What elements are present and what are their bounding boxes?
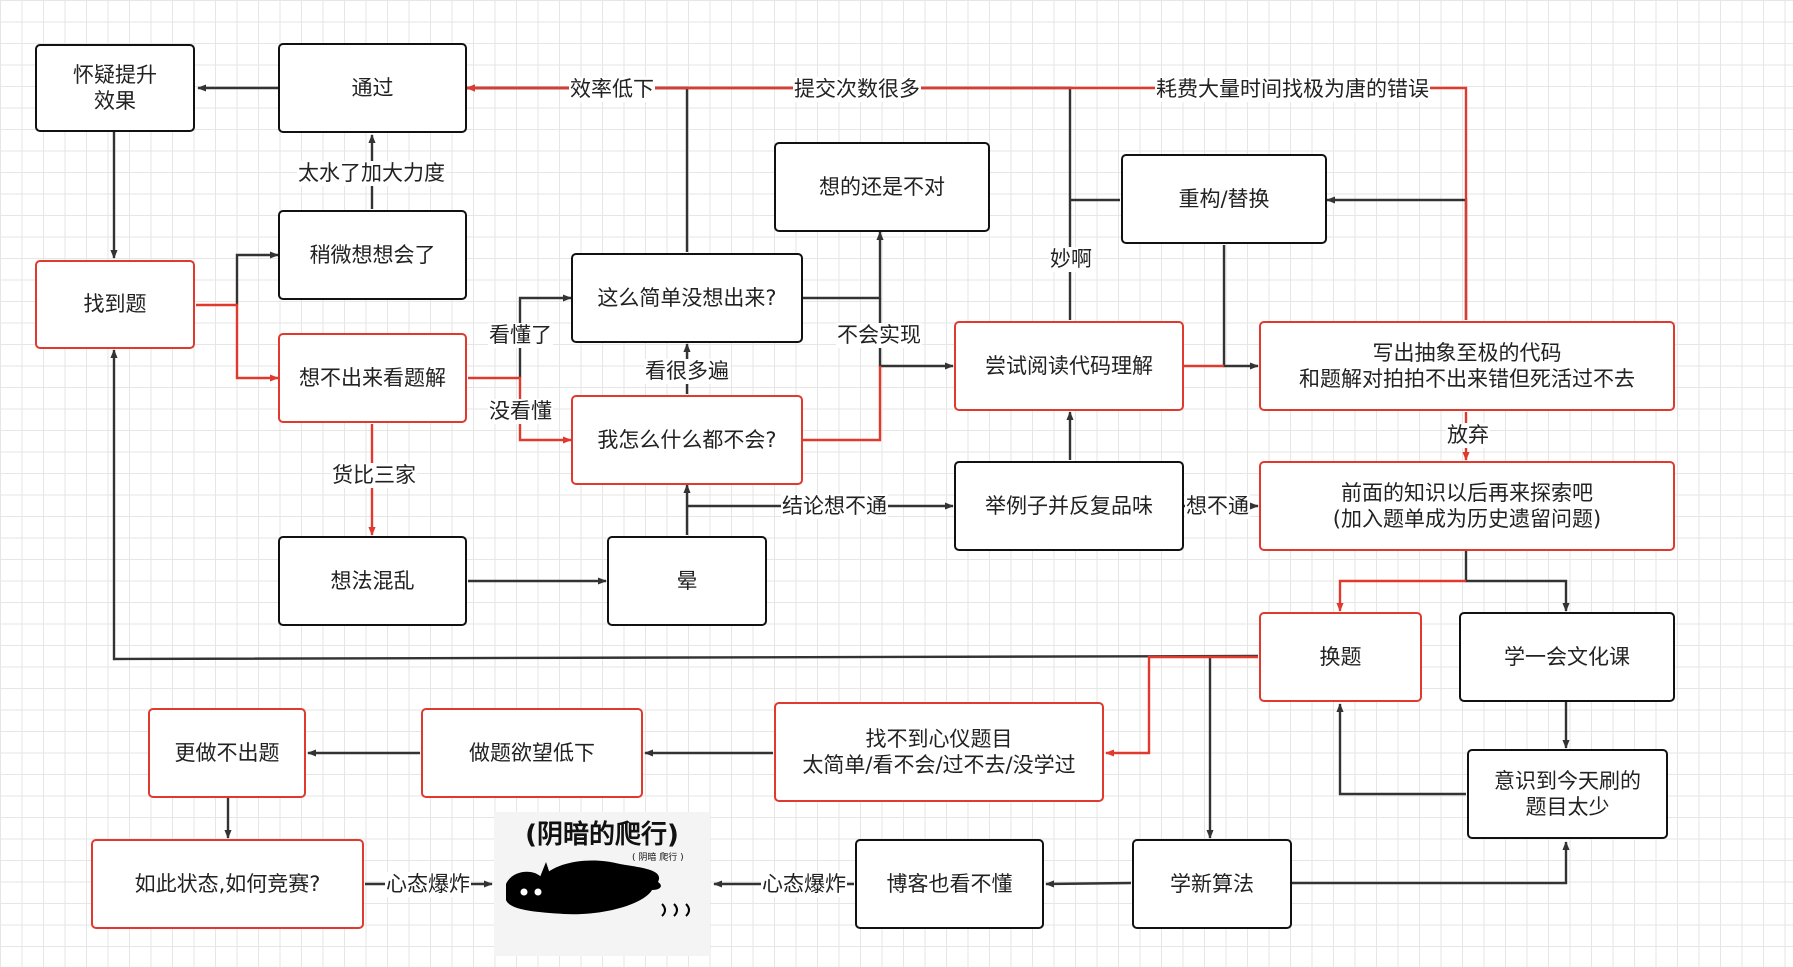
- node-compete[interactable]: 如此状态,如何竞赛?: [91, 839, 364, 929]
- label-too-easy: 太水了加大力度: [297, 161, 446, 187]
- label-wonderful: 妙啊: [1049, 247, 1093, 273]
- node-still-wrong[interactable]: 想的还是不对: [774, 142, 990, 232]
- node-change-problem[interactable]: 换题: [1259, 612, 1422, 702]
- label-give-up: 放弃: [1446, 423, 1490, 449]
- edge-simple-to-stilwrong: [803, 231, 884, 300]
- node-know-nothing[interactable]: 我怎么什么都不会?: [571, 395, 803, 485]
- edge-toofew-to-change: [1336, 703, 1466, 796]
- edge-newalgo-to-toofew: [1292, 841, 1570, 885]
- sticker-title: (阴暗的爬行): [525, 820, 679, 850]
- edge-change-to-find: [110, 349, 1259, 661]
- node-confused[interactable]: 想法混乱: [278, 536, 467, 626]
- node-cant-solve[interactable]: 更做不出题: [148, 708, 306, 798]
- crawling-sticker: (阴暗的爬行) ( 阴暗 爬行 ): [494, 812, 710, 956]
- label-conclusion: 结论想不通: [781, 494, 888, 520]
- node-no-ideal[interactable]: 找不到心仪题目 太简单/看不会/过不去/没学过: [774, 702, 1104, 802]
- label-low-efficiency: 效率低下: [569, 77, 655, 103]
- sticker-note: ( 阴暗 爬行 ): [632, 853, 684, 863]
- edge-abstract-to-refactor: [1326, 196, 1468, 320]
- label-mental-break-2: 心态爆炸: [761, 872, 847, 898]
- node-pass[interactable]: 通过: [278, 43, 467, 133]
- node-think-a-bit[interactable]: 稍微想想会了: [278, 210, 467, 300]
- node-refactor[interactable]: 重构/替换: [1121, 154, 1327, 244]
- node-culture-class[interactable]: 学一会文化课: [1459, 612, 1675, 702]
- edge-change-to-noideal: [1105, 655, 1258, 757]
- node-examples[interactable]: 举例子并反复品味: [954, 461, 1184, 551]
- node-too-few[interactable]: 意识到今天刷的 题目太少: [1467, 749, 1668, 839]
- label-understood: 看懂了: [488, 323, 553, 349]
- label-not-understood: 没看懂: [488, 399, 553, 425]
- crawling-creature-icon: [506, 860, 690, 917]
- edge-refactor-to-abstract: [1222, 245, 1259, 370]
- edge-read-to-simple: [518, 294, 572, 378]
- label-compare: 货比三家: [331, 463, 417, 489]
- edge-find-to-readsolution: [196, 303, 279, 382]
- node-read-solution[interactable]: 想不出来看题解: [278, 333, 467, 423]
- node-abstract-code[interactable]: 写出抽象至极的代码 和题解对拍拍不出来错但死活过不去: [1259, 321, 1675, 411]
- node-blog[interactable]: 博客也看不懂: [855, 839, 1044, 929]
- label-time-cost: 耗费大量时间找极为唐的错误: [1155, 77, 1430, 103]
- label-many-submits: 提交次数很多: [793, 77, 921, 103]
- node-doubt[interactable]: 怀疑提升 效果: [35, 44, 195, 132]
- node-new-algo[interactable]: 学新算法: [1132, 839, 1292, 929]
- edge-simple-to-pass: [466, 84, 689, 252]
- edge-explore-to-culture: [1464, 551, 1570, 612]
- node-so-simple[interactable]: 这么简单没想出来?: [571, 253, 803, 343]
- edge-explore-to-change: [1336, 579, 1466, 612]
- edge-newalgo-to-blog: [1045, 880, 1132, 888]
- label-read-many: 看很多遍: [644, 359, 730, 385]
- node-low-desire[interactable]: 做题欲望低下: [421, 708, 643, 798]
- node-read-code[interactable]: 尝试阅读代码理解: [954, 321, 1184, 411]
- node-find-problem[interactable]: 找到题: [35, 260, 195, 349]
- label-still-stuck: 想不通: [1185, 494, 1250, 520]
- label-mental-break-1: 心态爆炸: [385, 872, 471, 898]
- node-dizzy[interactable]: 晕: [607, 536, 767, 626]
- node-explore-later[interactable]: 前面的知识以后再来探索吧 (加入题单成为历史遗留问题): [1259, 461, 1675, 551]
- label-cant-implement: 不会实现: [836, 323, 922, 349]
- edge-know-to-readcode: [803, 366, 882, 442]
- edge-find-to-think: [235, 251, 279, 305]
